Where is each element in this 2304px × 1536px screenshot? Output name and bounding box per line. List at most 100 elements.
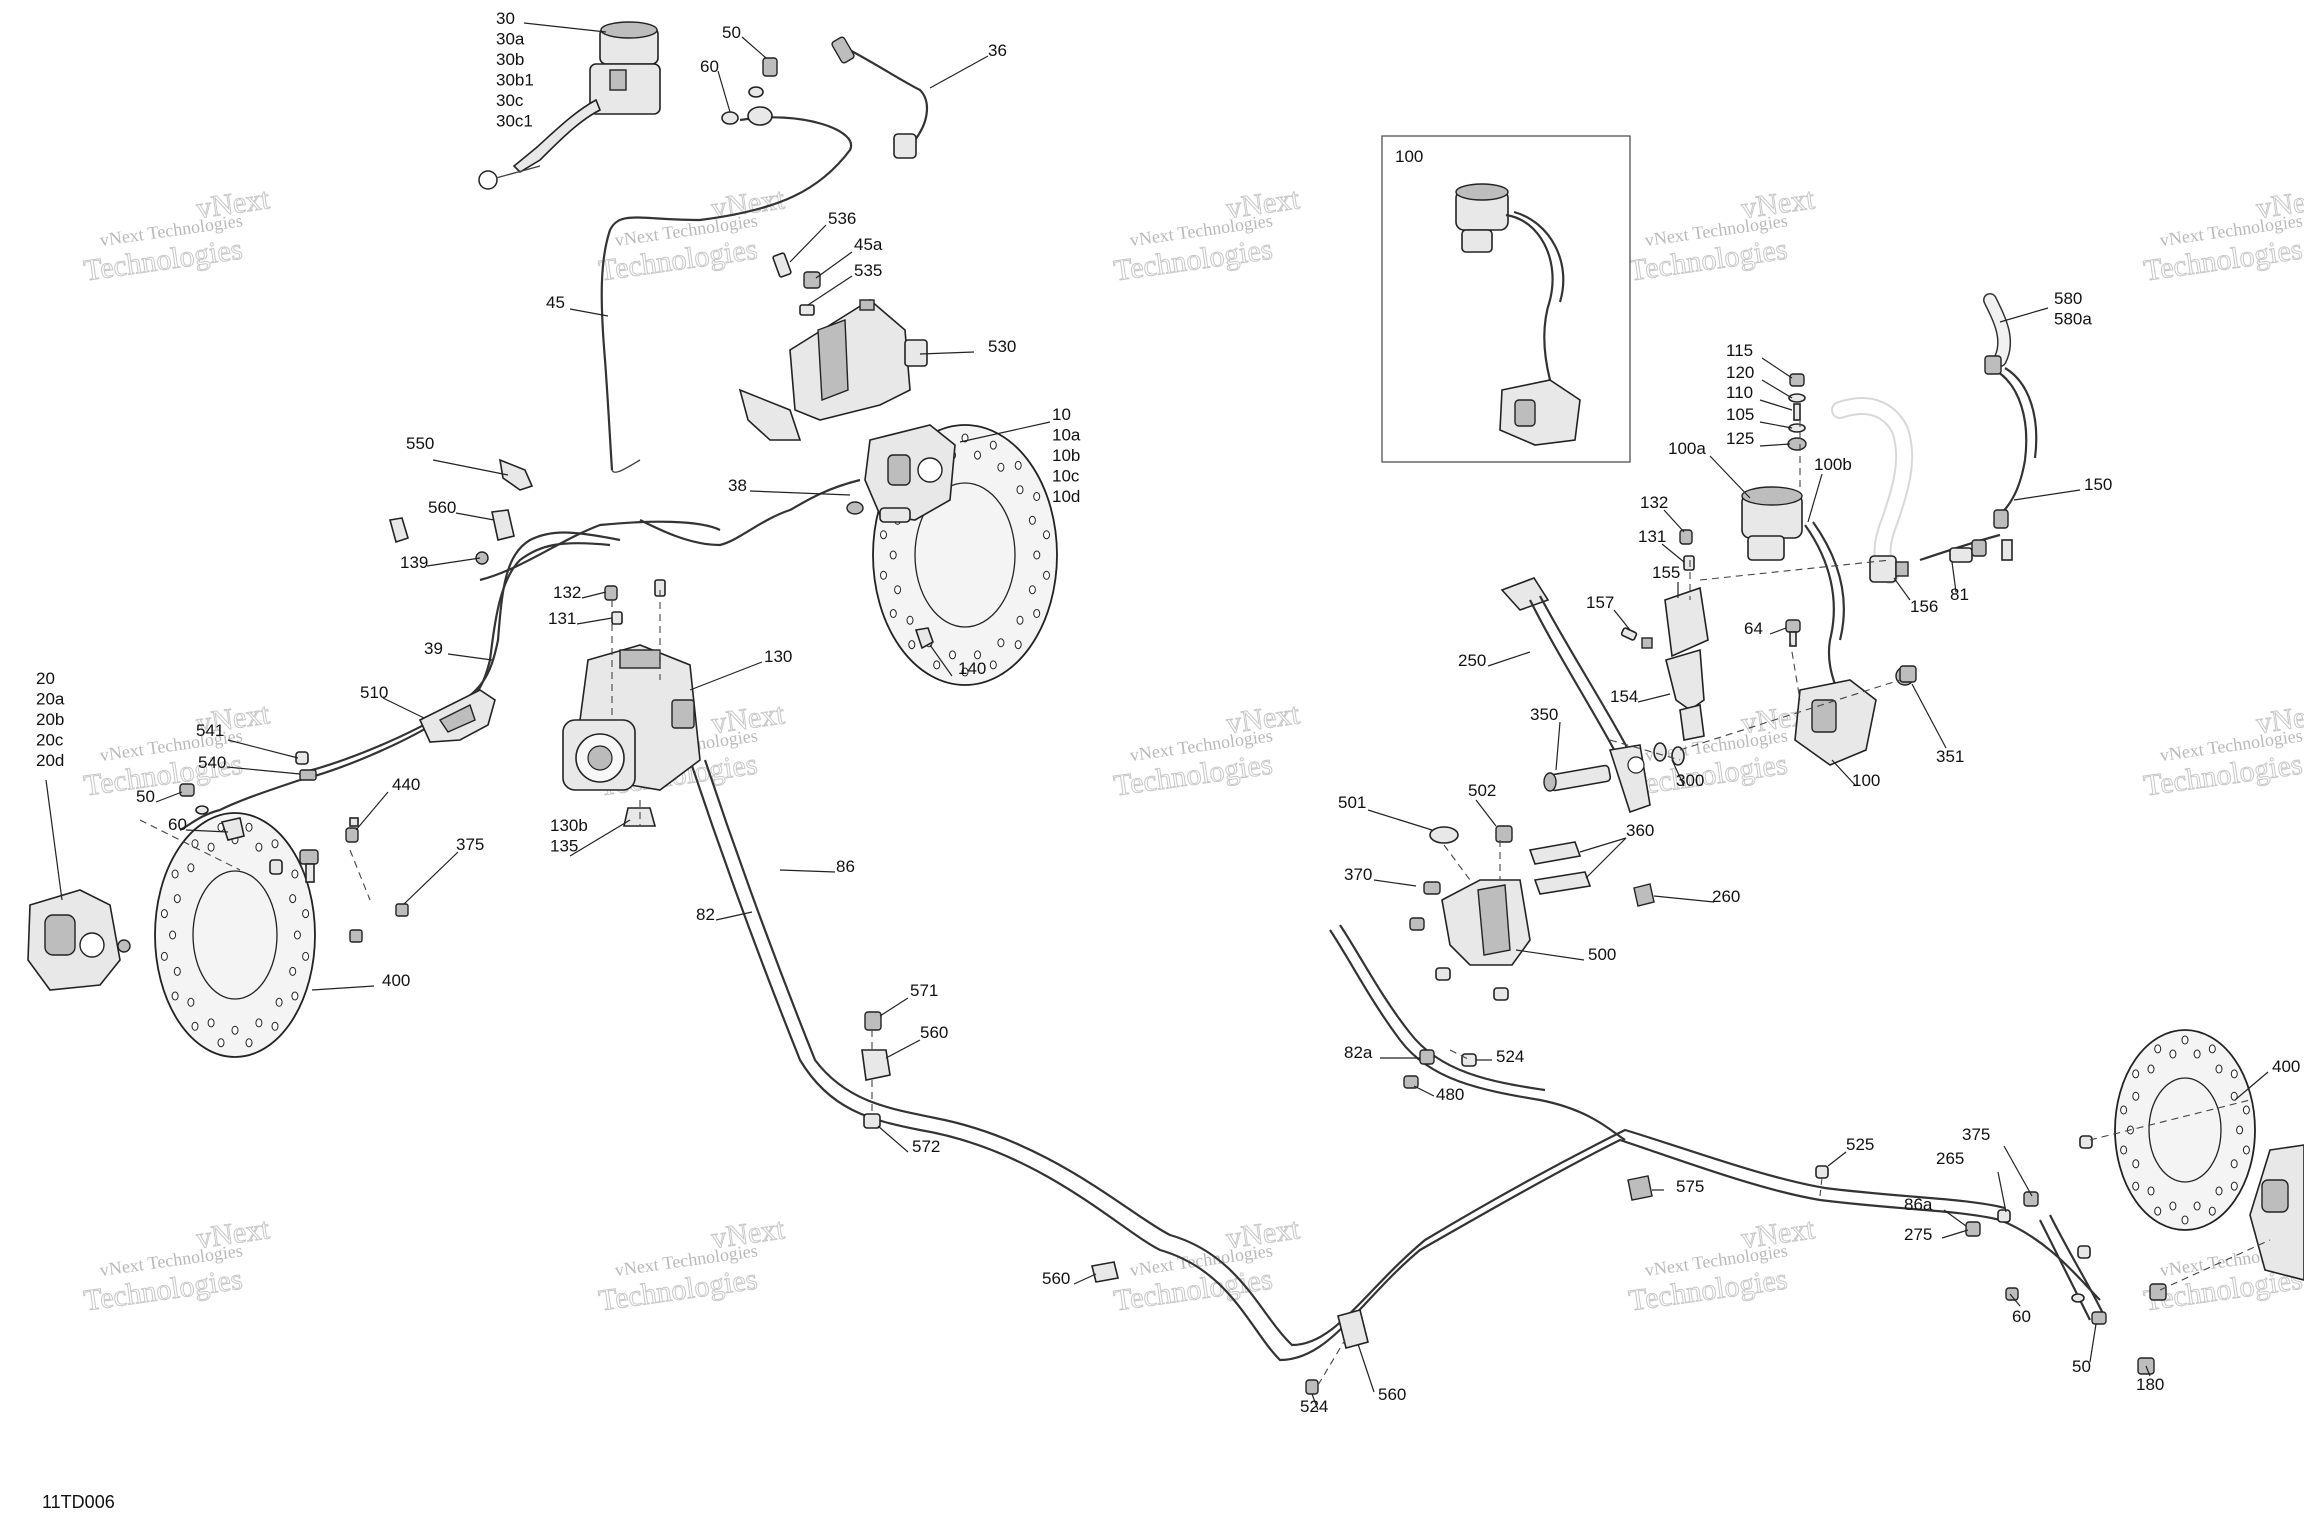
callout-line: 400 [382, 971, 410, 990]
callout-line: 125 [1726, 429, 1754, 448]
disc-hole [880, 570, 887, 580]
callout-line: 572 [912, 1137, 940, 1156]
callout-line: 180 [2136, 1375, 2164, 1394]
callout-line: 502 [1468, 781, 1496, 800]
disc-hole [1043, 530, 1050, 540]
callout-400b: 400 [2272, 1057, 2300, 1076]
disc-hole [1028, 585, 1036, 595]
callout-line: 60 [168, 815, 187, 834]
callout-line: 154 [1610, 687, 1638, 706]
line-150-fittings [1984, 355, 2013, 561]
callout-line: 45 [546, 293, 565, 312]
clamp-550 [388, 458, 534, 544]
callout-line: 370 [1344, 865, 1372, 884]
callout-260: 260 [1712, 887, 1740, 906]
disc-hole [271, 839, 279, 849]
disc-hole [255, 842, 263, 852]
callout-line: 30 [496, 9, 515, 28]
callout-line: 86 [836, 857, 855, 876]
callout-line: 575 [1676, 1177, 1704, 1196]
nut-260 [1633, 883, 1655, 907]
disc-hole [302, 951, 310, 961]
disc-hole [2154, 1206, 2162, 1216]
disc-hole [2132, 1181, 2140, 1191]
callout-525: 525 [1846, 1135, 1874, 1154]
callout-560c: 560 [1042, 1269, 1070, 1288]
wheel-speed-sensor-36 [831, 36, 917, 159]
callout-524a: 524 [1300, 1397, 1328, 1416]
disc-hole [217, 1038, 225, 1048]
fittings-132-131-left [604, 579, 666, 625]
callout-line: 540 [198, 753, 226, 772]
disc-hole [974, 450, 981, 460]
callout-line: 150 [2084, 475, 2112, 494]
clamp-525-575 [1627, 1165, 1829, 1201]
callout-line: 560 [1042, 1269, 1070, 1288]
callout-line: 82a [1344, 1043, 1373, 1062]
disc-hole [1014, 640, 1022, 650]
disc-hole [275, 997, 283, 1007]
callout-line: 30b [496, 50, 524, 69]
callout-line: 36 [988, 41, 1007, 60]
callout-line: 45a [854, 235, 883, 254]
callout-82a: 82a [1344, 1043, 1373, 1062]
callout-line: 157 [1586, 593, 1614, 612]
callout-265: 265 [1936, 1149, 1964, 1168]
callout-line: 400 [2272, 1057, 2300, 1076]
callout-line: 60 [700, 57, 719, 76]
disc-hole [245, 1038, 253, 1048]
callout-45: 45 [546, 293, 565, 312]
callout-line: 140 [958, 659, 986, 678]
callout-64: 64 [1744, 619, 1763, 638]
callout-535: 535 [854, 261, 882, 280]
callout-50b: 50 [136, 787, 155, 806]
callout-line: 130b [550, 816, 588, 835]
disc-hole [908, 640, 916, 650]
clamp-560-lower [1091, 1261, 1369, 1395]
callout-line: 86a [1904, 1195, 1933, 1214]
fittings-132-131-right [1679, 529, 1695, 571]
disc-hole [2169, 1049, 2177, 1059]
callout-line: 30a [496, 30, 525, 49]
disc-hole [1033, 492, 1041, 501]
callout-line: 50 [2072, 1357, 2091, 1376]
callout-36: 36 [988, 41, 1007, 60]
disc-hole [894, 585, 902, 595]
disc-hole [2132, 1069, 2140, 1079]
callout-120: 120 [1726, 363, 1754, 382]
callout-line: 60 [2012, 1307, 2031, 1326]
callout-line: 82 [696, 905, 715, 924]
callout-line: 135 [550, 837, 578, 856]
callout-60b: 60 [168, 815, 187, 834]
callout-line: 260 [1712, 887, 1740, 906]
callout-line: 81 [1950, 585, 1969, 604]
callout-560b: 560 [920, 1023, 948, 1042]
disc-hole [2147, 1064, 2155, 1074]
callout-line: 524 [1300, 1397, 1328, 1416]
disc-hole [2236, 1125, 2244, 1135]
callout-line: 100 [1852, 771, 1880, 790]
callout-82: 82 [696, 905, 715, 924]
callout-line: 351 [1936, 747, 1964, 766]
callout-541: 541 [196, 721, 224, 740]
callout-524b: 524 [1496, 1047, 1524, 1066]
front-master-cylinder [478, 21, 661, 190]
disc-hole [1033, 609, 1041, 618]
callout-130: 130 [764, 647, 792, 666]
disc-hole [191, 1021, 199, 1031]
callout-line: 560 [920, 1023, 948, 1042]
callout-line: 571 [910, 981, 938, 1000]
callout-60c: 60 [2012, 1307, 2031, 1326]
disc-hole [293, 930, 301, 940]
callout-81: 81 [1950, 585, 1969, 604]
line-guide-510 [418, 689, 496, 743]
disc-hole [2169, 1201, 2177, 1211]
